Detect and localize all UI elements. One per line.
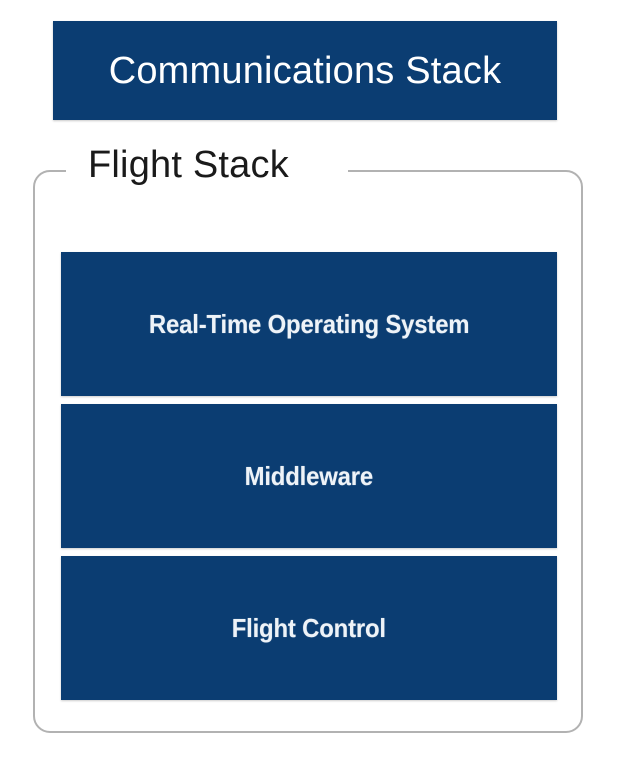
flight-stack-legend-label: Flight Stack: [88, 144, 289, 186]
layer-label-flight-control: Flight Control: [231, 613, 387, 643]
flight-stack-layer-list: Real-Time Operating System Middleware Fl…: [61, 252, 557, 700]
layer-label-real-time-operating-system: Real-Time Operating System: [148, 309, 470, 339]
layer-label-middleware: Middleware: [244, 461, 374, 491]
communications-stack-header-box: Communications Stack: [53, 21, 557, 120]
layer-box-flight-control: Flight Control: [61, 556, 557, 700]
flight-stack-legend-gap: [66, 163, 348, 179]
communications-stack-header-label: Communications Stack: [108, 49, 502, 92]
layer-box-middleware: Middleware: [61, 404, 557, 548]
layer-box-real-time-operating-system: Real-Time Operating System: [61, 252, 557, 396]
